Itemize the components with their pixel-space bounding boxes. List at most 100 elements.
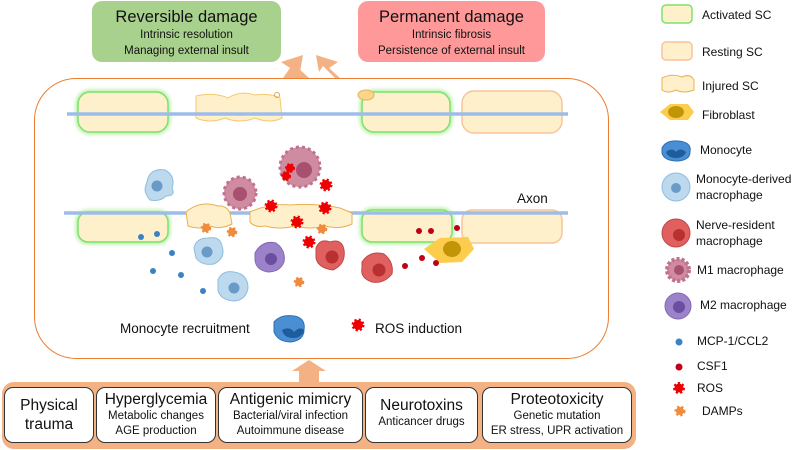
ros-icon: [319, 178, 333, 192]
m2-macrophage: [254, 242, 285, 273]
legend-label: MCP-1/CCL2: [697, 334, 769, 348]
cause-hyperglycemia: Hyperglycemia Metabolic changes AGE prod…: [96, 387, 216, 443]
mcp1-dot: [154, 231, 160, 237]
fibroblast: [424, 237, 474, 263]
reversible-damage-line: Managing external insult: [124, 45, 249, 57]
monocyte-icon: [661, 140, 691, 162]
damps-icon: [226, 226, 238, 238]
m1-macrophage: [222, 175, 258, 211]
monocyte-derived-macrophage: [217, 271, 249, 302]
damps-icon: [674, 405, 686, 417]
nerve-resident-macrophage: [315, 240, 345, 271]
causes-bar: Physical trauma Hyperglycemia Metabolic …: [2, 382, 636, 449]
cause-title: Proteotoxicity: [510, 391, 604, 408]
arrow-to-reversible-icon: [281, 55, 309, 78]
cause-title: Neurotoxins: [380, 397, 463, 414]
cause-proteotoxicity: Proteotoxicity Genetic mutation ER stres…: [482, 387, 632, 443]
cause-line: Genetic mutation: [513, 410, 601, 422]
nerve-resident-macrophage-icon: [661, 218, 691, 248]
axon-label: Axon: [517, 191, 548, 206]
reversible-damage-box: Reversible damage Intrinsic resolution M…: [92, 1, 281, 62]
monocyte-recruitment-label: Monocyte recruitment: [120, 321, 250, 336]
cause-physical-trauma: Physical trauma: [4, 387, 94, 443]
permanent-damage-title: Permanent damage: [379, 8, 524, 26]
cause-line: Metabolic changes: [108, 410, 204, 422]
cause-line: AGE production: [115, 425, 197, 437]
permanent-damage-line: Intrinsic fibrosis: [411, 29, 492, 41]
ros-icon: [673, 382, 685, 394]
sc-bud: [357, 89, 375, 101]
legend-label: Resting SC: [702, 45, 763, 59]
reversible-damage-line: Intrinsic resolution: [140, 29, 233, 41]
legend-label: ROS: [697, 381, 724, 395]
legend-label: Fibroblast: [702, 108, 755, 122]
cause-line: Autoimmune disease: [236, 425, 345, 437]
damps-marks: [200, 222, 328, 288]
legend-label: Injured SC: [702, 79, 759, 93]
activated-sc: [357, 89, 453, 135]
damps-icon: [200, 222, 212, 234]
injured-sc-icon: [661, 74, 695, 93]
cause-title: Physical trauma: [20, 397, 78, 433]
arrow-to-permanent-icon: [316, 55, 348, 78]
reversible-damage-title: Reversible damage: [115, 8, 258, 26]
cause-line: Anticancer drugs: [378, 416, 465, 428]
activated-sc: [75, 89, 171, 135]
cause-title: Antigenic mimicry: [229, 391, 352, 408]
activated-sc-icon: [661, 4, 693, 24]
legend-label: CSF1: [697, 359, 728, 373]
monocyte: [273, 315, 305, 343]
ros-icon: [281, 171, 291, 181]
monocyte-derived-macrophage-icon: [661, 172, 691, 202]
csf1-dots: [402, 225, 460, 269]
cause-line: Bacterial/viral infection: [232, 410, 349, 422]
cause-antigenic-mimicry: Antigenic mimicry Bacterial/viral infect…: [218, 387, 363, 443]
arrow-from-causes-icon: [292, 360, 326, 382]
ros-induction-label: ROS induction: [375, 321, 463, 336]
nerve-diagram-container: [34, 78, 609, 359]
csf1-dot: [419, 255, 425, 261]
mcp1-dot: [150, 268, 156, 274]
legend-label: M1 macrophage: [697, 263, 784, 277]
m1-macrophage-icon: [665, 257, 691, 283]
resting-sc: [461, 90, 563, 134]
permanent-damage-line: Persistence of external insult: [377, 45, 526, 57]
cause-title: Hyperglycemia: [104, 391, 208, 408]
csf1-dot: [428, 228, 434, 234]
ros-icon: [318, 201, 332, 215]
damps-icon: [293, 276, 305, 288]
mcp1-dot: [138, 234, 144, 240]
cause-line: ER stress, UPR activation: [490, 425, 624, 437]
ros-icon: [285, 163, 295, 173]
resting-sc: [461, 209, 563, 244]
ros-induction-icon: [351, 318, 365, 332]
legend-label: Activated SC: [702, 8, 772, 22]
mcp1-dot: [169, 250, 175, 256]
legend-label: Nerve-resident: [696, 218, 775, 232]
csf1-dot: [454, 225, 460, 231]
cause-neurotoxins: Neurotoxins Anticancer drugs: [365, 387, 478, 443]
monocyte-derived-macrophage: [144, 169, 174, 201]
ros-icon: [302, 235, 316, 249]
m2-macrophage-icon: [664, 292, 692, 320]
csf1-dot: [402, 263, 408, 269]
monocyte-derived-macrophage: [193, 237, 224, 265]
damps-icon: [316, 223, 328, 235]
permanent-damage-box: Permanent damage Intrinsic fibrosis Pers…: [358, 1, 545, 62]
legend-label: Monocyte: [700, 143, 753, 157]
legend-label-2: macrophage: [696, 234, 763, 248]
fibroblast-icon: [660, 104, 694, 120]
ros-marks: [264, 163, 365, 332]
ros-icon: [290, 215, 304, 229]
legend-label: Monocyte-derived: [696, 172, 792, 186]
activated-sc: [359, 207, 455, 245]
legend-label: DAMPs: [702, 404, 743, 418]
resting-sc-icon: [661, 41, 693, 61]
ros-icon: [264, 199, 278, 213]
legend-label: M2 macrophage: [700, 298, 787, 312]
csf1-dot: [416, 228, 422, 234]
legend-label-2: macrophage: [696, 188, 763, 202]
csf1-dot: [433, 260, 439, 266]
